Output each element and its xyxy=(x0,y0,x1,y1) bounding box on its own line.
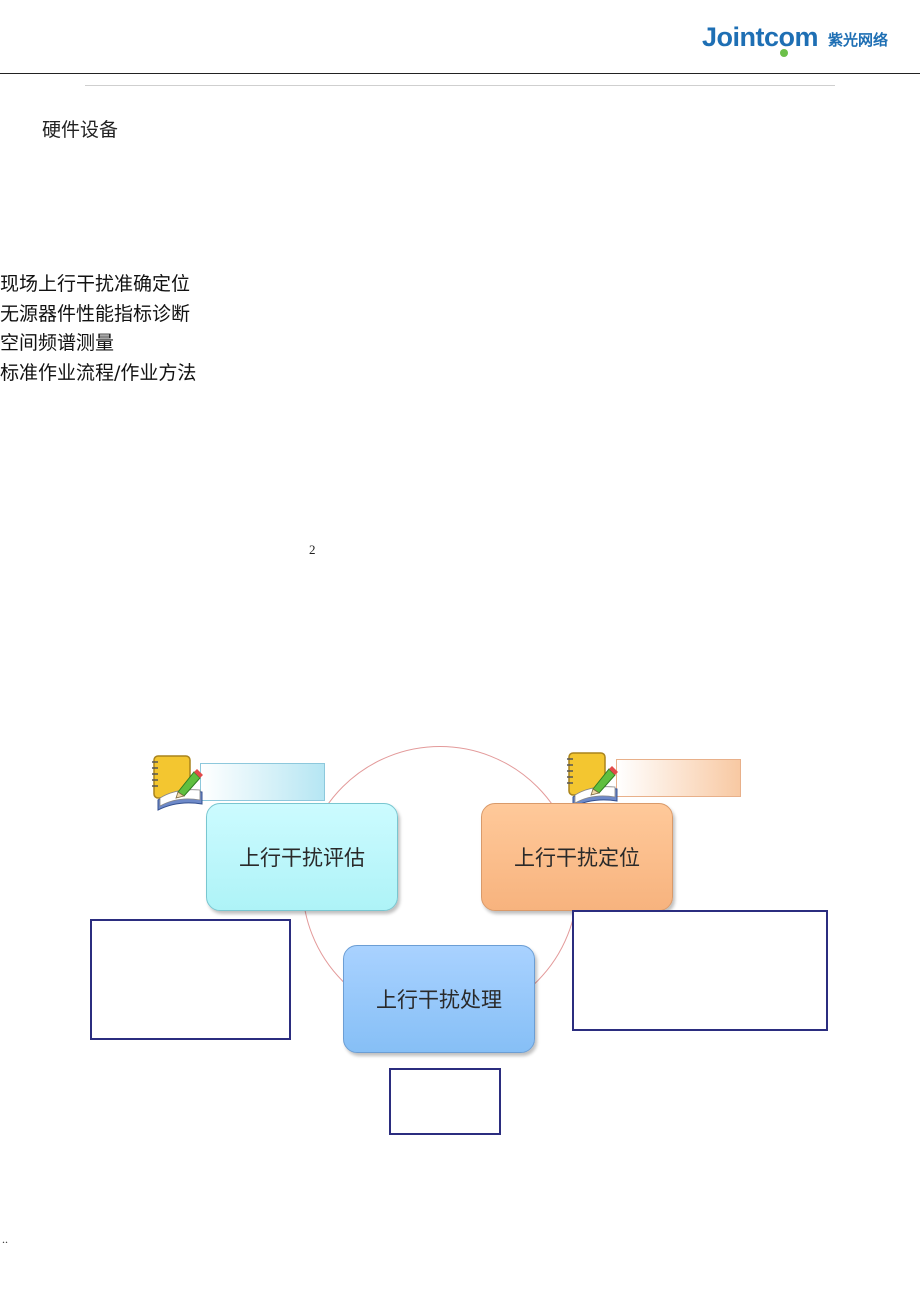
feature-item: 空间频谱测量 xyxy=(0,332,115,354)
footer-marker: .. xyxy=(2,1232,8,1246)
section-title: 硬件设备 xyxy=(42,119,119,141)
notebook-pen-icon xyxy=(148,752,208,814)
logo-wordmark: Jointcom xyxy=(702,22,819,52)
header-subrule xyxy=(85,85,835,86)
feature-item: 无源器件性能指标诊断 xyxy=(0,302,191,325)
feature-list: 现场上行干扰准确定位 无源器件性能指标诊断 空间频谱测量 标准作业流程/作业方法 xyxy=(0,270,196,388)
logo-chinese-name: 紫光网络 xyxy=(828,31,889,49)
header-rule xyxy=(0,73,920,74)
stage-label: 上行干扰定位 xyxy=(514,846,640,870)
notebook-pen-icon xyxy=(563,749,623,811)
tag-bar-eval xyxy=(200,763,325,801)
logo-dot-icon xyxy=(780,49,788,57)
feature-item: 标准作业流程/作业方法 xyxy=(0,361,197,384)
stage-interference-assessment: 上行干扰评估 xyxy=(206,803,398,911)
page-number: 2 xyxy=(309,542,316,557)
tag-bar-locate xyxy=(616,759,741,797)
jointcom-logo: Jointcom 紫光网络 xyxy=(702,22,888,58)
empty-textbox-left xyxy=(90,919,291,1040)
empty-textbox-bottom xyxy=(389,1068,501,1135)
empty-textbox-right xyxy=(572,910,828,1031)
stage-interference-handling: 上行干扰处理 xyxy=(343,945,535,1053)
stage-label: 上行干扰评估 xyxy=(239,846,365,870)
stage-interference-location: 上行干扰定位 xyxy=(481,803,673,911)
stage-label: 上行干扰处理 xyxy=(376,988,502,1012)
feature-item: 现场上行干扰准确定位 xyxy=(0,273,191,295)
